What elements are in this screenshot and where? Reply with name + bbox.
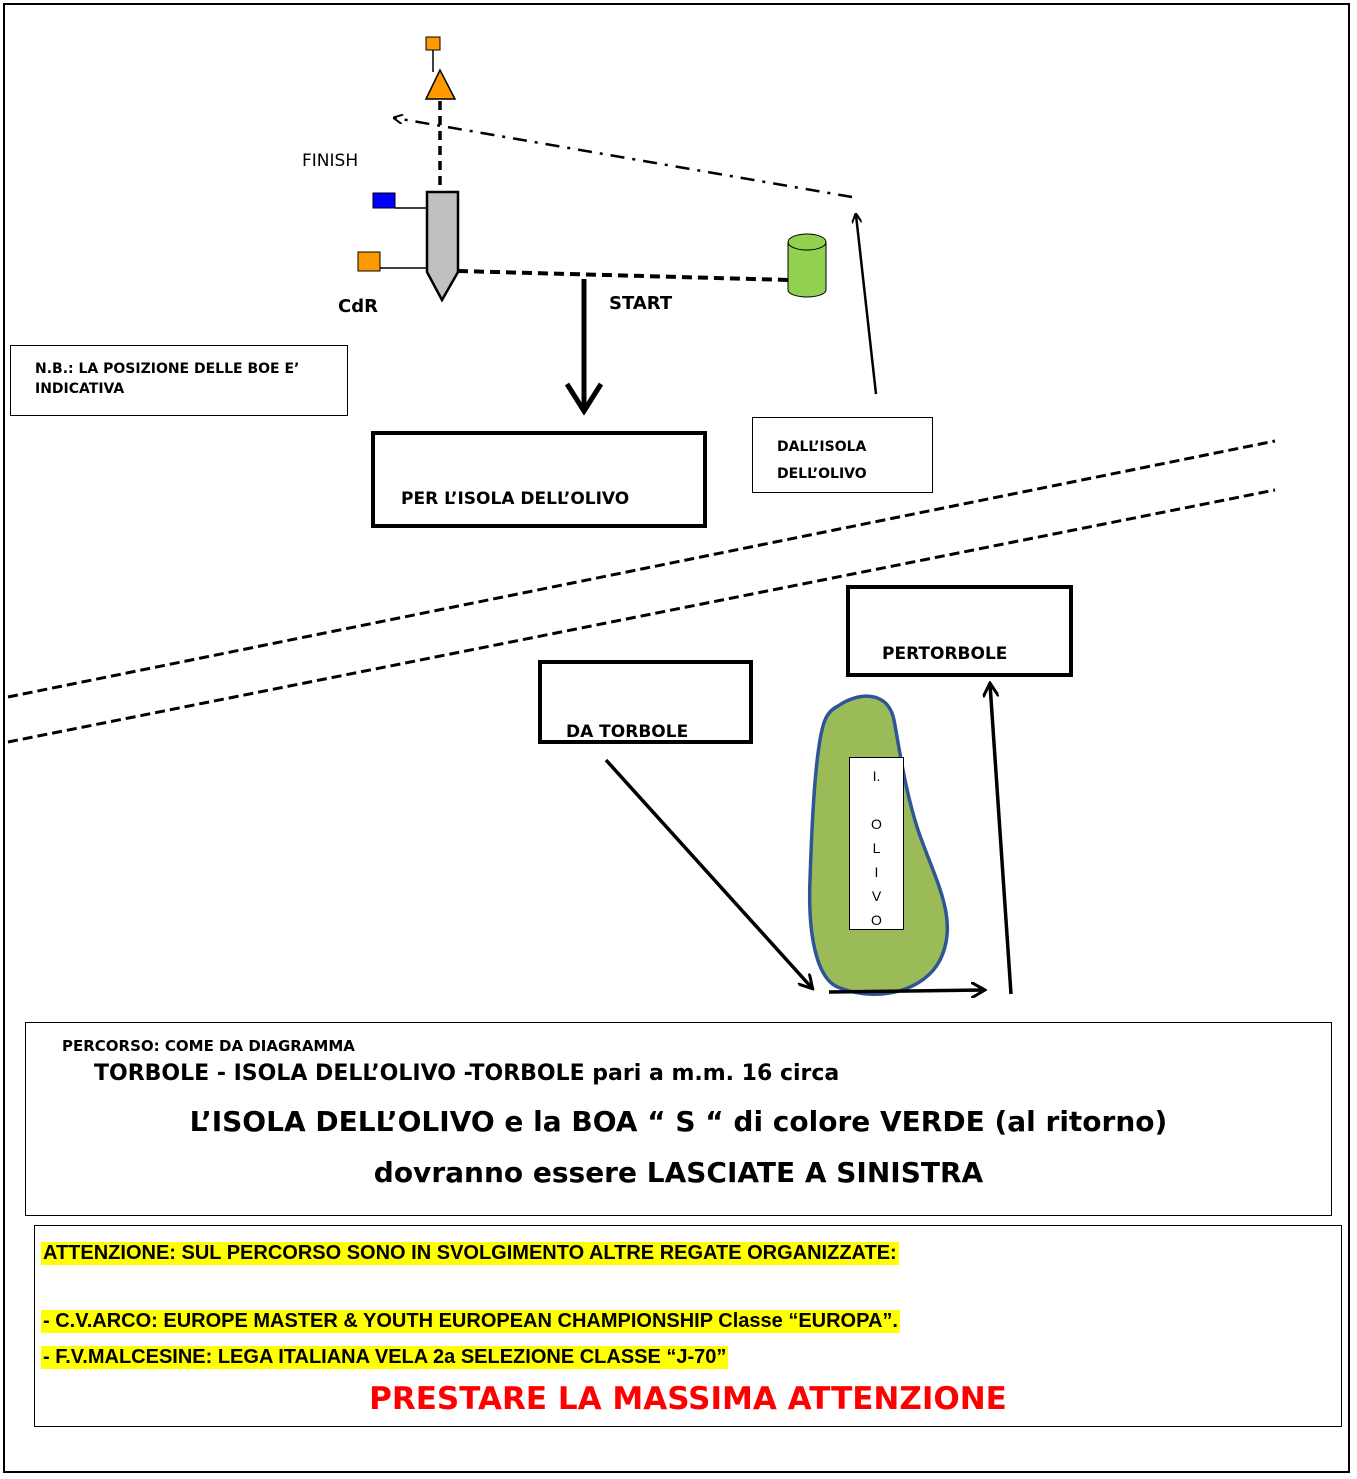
return-arrow xyxy=(856,215,878,395)
committee-label: CdR xyxy=(338,296,378,317)
per-torbole-box: PERTORBOLE xyxy=(846,585,1073,677)
separator-line-bottom xyxy=(7,488,1276,744)
percorso-title: PERCORSO: COME DA DIAGRAMMA xyxy=(62,1037,355,1055)
windward-flag xyxy=(425,36,441,51)
start-label: START xyxy=(609,293,673,314)
da-torbole-box: DA TORBOLE xyxy=(538,660,753,744)
island-label-char: V xyxy=(871,888,882,904)
dall-isola-label: DALL’ISOLA DELL’OLIVO xyxy=(777,434,867,488)
percorso-box: PERCORSO: COME DA DIAGRAMMA TORBOLE - IS… xyxy=(25,1022,1332,1216)
arrow-around-island xyxy=(828,990,984,992)
dall-isola-line2: DELL’OLIVO xyxy=(777,466,867,482)
warning-footer: PRESTARE LA MASSIMA ATTENZIONE xyxy=(369,1381,1007,1417)
arrow-to-island xyxy=(604,758,812,988)
warning-item-malcesine: - F.V.MALCESINE: LEGA ITALIANA VELA 2a S… xyxy=(41,1346,729,1369)
start-buoy xyxy=(787,233,827,298)
windward-mark xyxy=(424,36,457,100)
per-torbole-label: PERTORBOLE xyxy=(882,644,1008,664)
attenzione-box: ATTENZIONE: SUL PERCORSO SONO IN SVOLGIM… xyxy=(34,1225,1342,1427)
committee-boat xyxy=(425,190,460,303)
island-label-char: I xyxy=(874,864,879,880)
warning-item-arco: - C.V.ARCO: EUROPE MASTER & YOUTH EUROPE… xyxy=(41,1310,900,1333)
windward-buoy xyxy=(424,68,457,100)
blue-flag xyxy=(372,192,396,209)
percorso-rule: L’ISOLA DELL’OLIVO e la BOA “ S “ di col… xyxy=(189,1105,1168,1138)
dall-isola-box: DALL’ISOLA DELL’OLIVO xyxy=(752,417,933,493)
start-buoy-top xyxy=(787,233,827,251)
note-box: N.B.: LA POSIZIONE DELLE BOE E’ INDICATI… xyxy=(10,345,348,416)
outbound-arrow-head xyxy=(564,382,604,416)
percorso-rule-cont: dovranno essere LASCIATE A SINISTRA xyxy=(373,1156,984,1189)
page-frame xyxy=(3,3,1350,1473)
start-buoy-body xyxy=(787,241,827,298)
finish-label: FINISH xyxy=(302,151,359,171)
island-label-char: O xyxy=(871,912,882,928)
island-label-char: L xyxy=(872,840,881,856)
percorso-route: TORBOLE - ISOLA DELL’OLIVO -TORBOLE pari… xyxy=(94,1061,840,1086)
da-torbole-label: DA TORBOLE xyxy=(566,722,689,742)
note-text: N.B.: LA POSIZIONE DELLE BOE E’ INDICATI… xyxy=(35,361,300,397)
per-isola-label: PER L’ISOLA DELL’OLIVO xyxy=(401,489,630,509)
arrow-to-torbole xyxy=(990,684,1013,995)
island-label-char: O xyxy=(871,816,882,832)
island-label-char: I. xyxy=(872,768,881,784)
per-isola-box: PER L’ISOLA DELL’OLIVO xyxy=(371,431,707,528)
island-label-box: I. O L I V O xyxy=(849,757,904,930)
warning-heading: ATTENZIONE: SUL PERCORSO SONO IN SVOLGIM… xyxy=(41,1242,899,1265)
start-line xyxy=(457,269,791,282)
finish-line-arrow xyxy=(395,118,853,199)
dall-isola-line1: DALL’ISOLA xyxy=(777,439,867,455)
orange-flag xyxy=(357,251,381,272)
separator-line-top xyxy=(7,439,1276,699)
committee-flags xyxy=(357,192,427,272)
